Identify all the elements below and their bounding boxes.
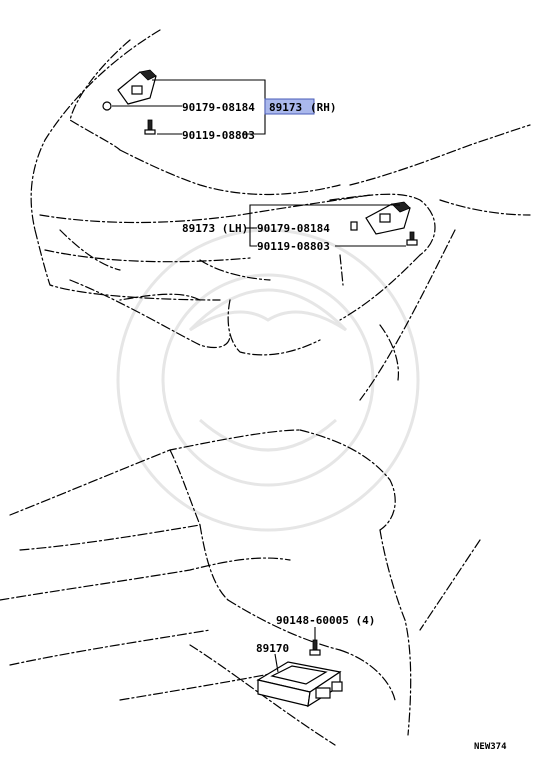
rh-bolt-label[interactable]: 90119-08803 [182,129,255,142]
rh-sensor-part[interactable] [117,69,157,105]
rh-nut-part[interactable] [102,101,112,111]
lh-bolt-label[interactable]: 90119-08803 [257,240,330,253]
rh-bolt-part[interactable] [144,119,156,135]
rh-sensor-highlight [264,98,315,115]
diagram-code: NEW374 [474,742,507,752]
ecu-bolt-part[interactable] [309,639,321,656]
rh-sensor-label[interactable]: 89173 [269,101,302,114]
ecu-part[interactable] [256,661,343,708]
ecu-label[interactable]: 89170 [256,642,289,655]
rh-leader-lines [112,79,266,135]
ecu-leader-lines [274,627,316,673]
lh-sensor-part[interactable] [365,201,411,235]
lh-nut-part[interactable] [350,221,358,231]
ecu-bolt-label[interactable]: 90148-60005 (4) [276,614,375,627]
car-body-outline [0,29,531,746]
rh-nut-label[interactable]: 90179-08184 [182,101,255,114]
lh-leader-lines [245,204,406,247]
lh-bolt-part[interactable] [406,231,418,246]
rh-suffix-label: (RH) [310,101,337,114]
lh-sensor-label[interactable]: 89173 (LH) [182,222,248,235]
lh-nut-label[interactable]: 90179-08184 [257,222,330,235]
watermark-logo [116,228,420,532]
